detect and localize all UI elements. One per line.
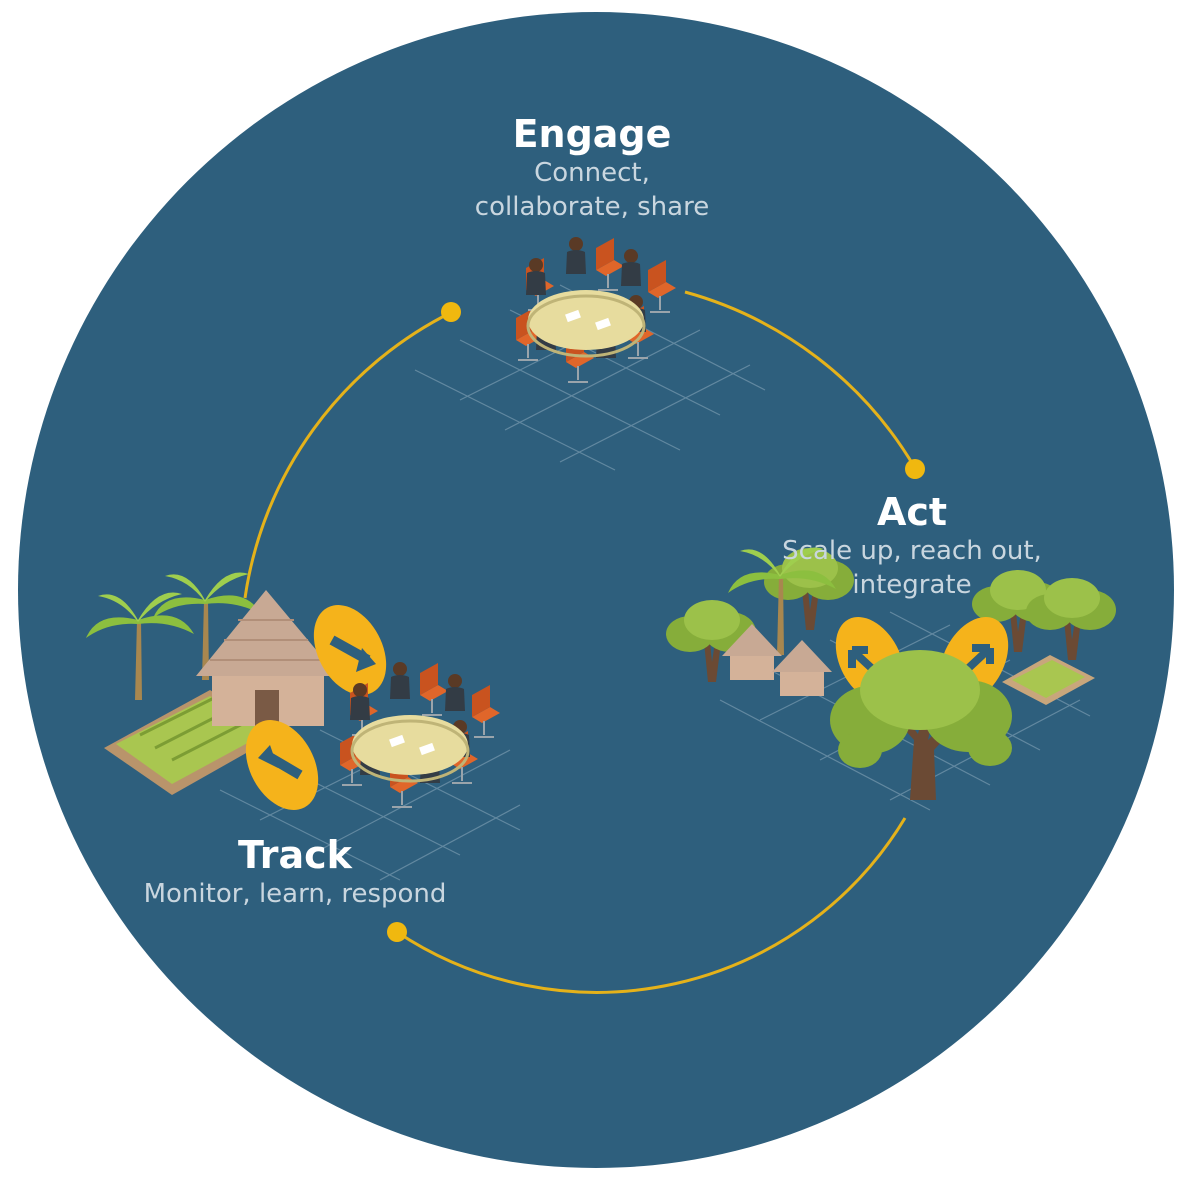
track-title: Track [238, 833, 352, 877]
arc-act-to-track [396, 817, 907, 994]
arrow-badge-icon [313, 605, 387, 695]
cycle-arcs [243, 290, 917, 994]
engage-subtitle-line2: collaborate, share [474, 192, 710, 222]
engage-illustration [414, 237, 766, 471]
cycle-dot-engage [441, 302, 461, 322]
large-tree-icon [830, 650, 1012, 800]
engage-title: Engage [512, 112, 672, 156]
act-subtitle-line1: Scale up, reach out, [782, 536, 1042, 566]
arc-track-to-engage [243, 310, 453, 599]
cycle-dot-track [387, 922, 407, 942]
act-illustration [666, 547, 1116, 811]
farm-hut-icon [196, 590, 338, 726]
track-subtitle: Monitor, learn, respond [143, 879, 447, 909]
act-title: Act [876, 490, 948, 534]
arrow-badge-icon [245, 720, 319, 810]
engage-subtitle-line1: Connect, [534, 158, 650, 188]
cycle-dot-act [905, 459, 925, 479]
background-circle [18, 12, 1174, 1168]
track-illustration [86, 572, 521, 881]
arc-engage-to-act [684, 290, 917, 469]
act-subtitle-line2: integrate [852, 570, 972, 600]
crop-field-icon [1002, 655, 1095, 705]
